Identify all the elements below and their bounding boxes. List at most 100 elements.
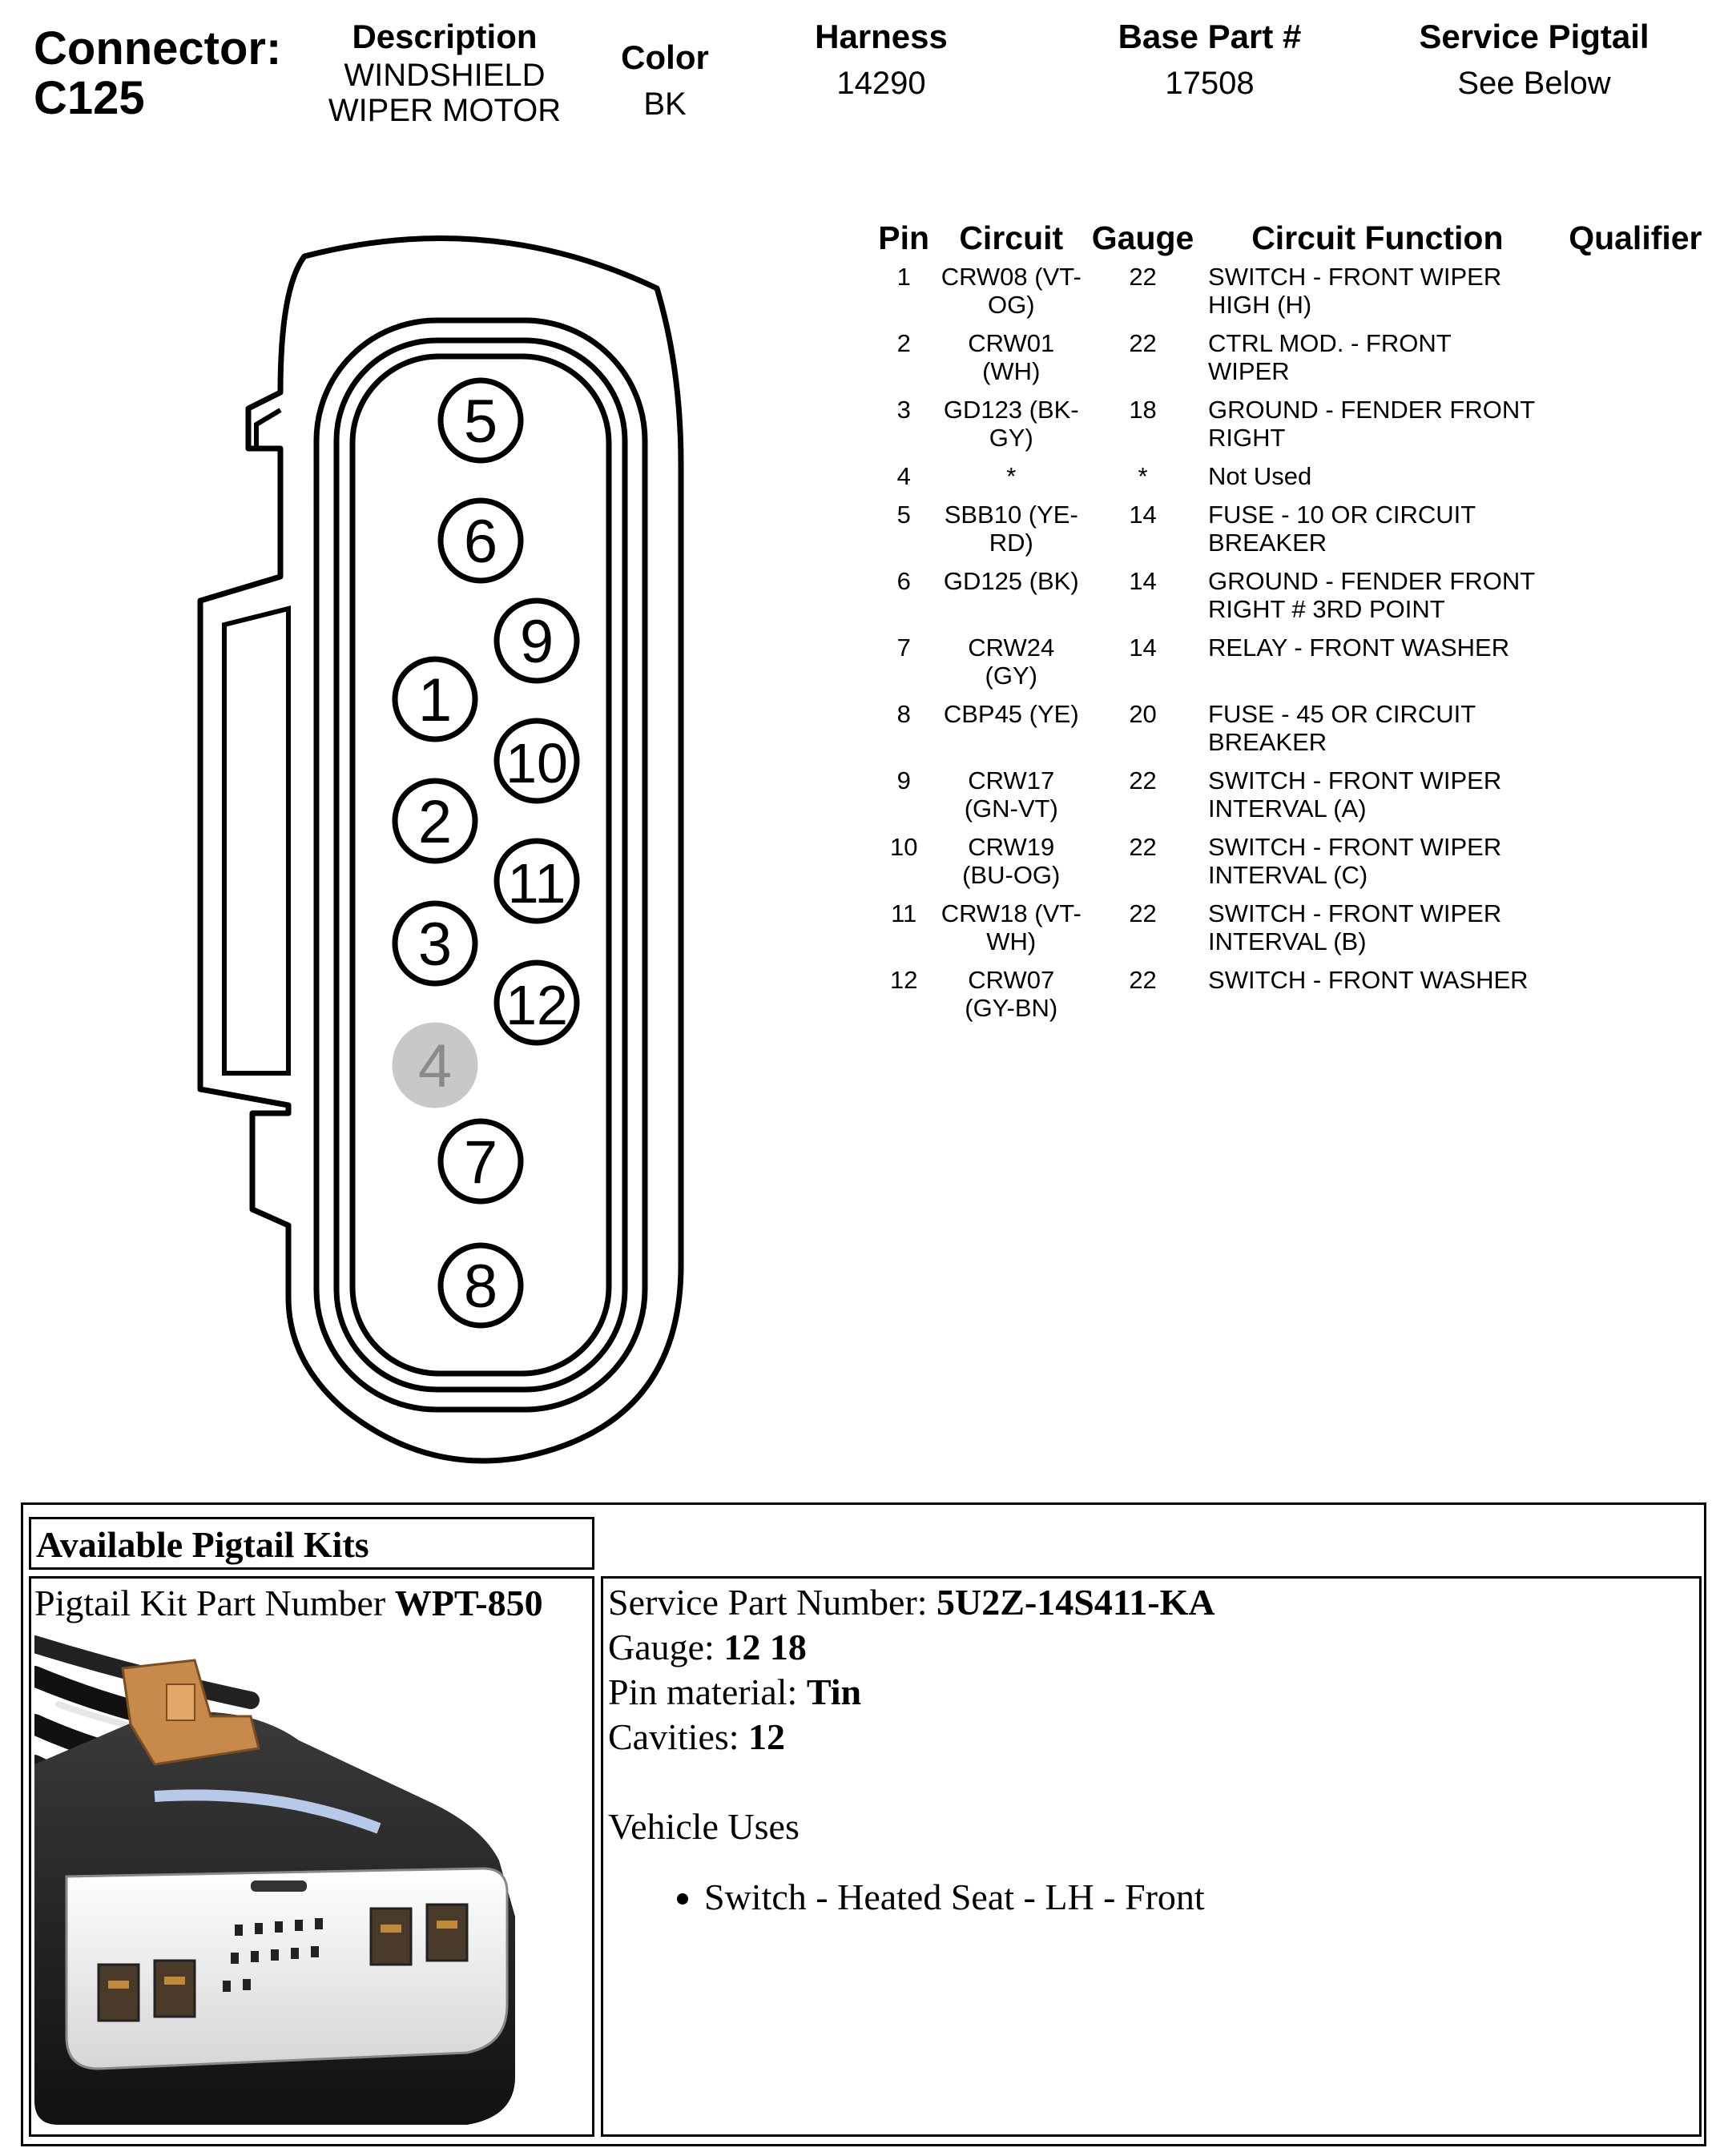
terminal-contact	[108, 1981, 129, 1989]
cell-pin-line: 6	[896, 567, 911, 595]
pin-table: Pin Circuit Gauge Circuit Function Quali…	[869, 218, 1724, 1032]
pigtail-connector-photo	[34, 1628, 547, 2133]
cell-circuit-line: (GY)	[985, 662, 1037, 690]
cell-gauge: 18	[1084, 396, 1202, 462]
pigtail-spec-cell: Service Part Number: 5U2Z-14S411-KA Gaug…	[601, 1576, 1702, 2137]
table-row: 4**Not Used	[869, 462, 1724, 501]
cell-circuit-function-line: RIGHT # 3RD POINT	[1208, 595, 1445, 623]
cell-pin-line: 8	[896, 700, 911, 728]
pin-cavity-10	[493, 718, 580, 804]
pin-label-6: 6	[464, 508, 497, 576]
service-part-number: 5U2Z-14S411-KA	[937, 1582, 1215, 1623]
pin-label-4: 4	[418, 1032, 452, 1100]
cell-circuit-function-line: SWITCH - FRONT WIPER	[1208, 263, 1502, 291]
terminal-contact	[381, 1925, 401, 1933]
cell-circuit-line: (GY-BN)	[965, 994, 1058, 1022]
cell-circuit: CRW07(GY-BN)	[938, 966, 1084, 1032]
cell-pin: 9	[869, 766, 938, 833]
service-part-label: Service Part Number:	[608, 1582, 928, 1623]
cell-circuit-line: CRW08 (VT-	[941, 263, 1082, 291]
cell-pin: 11	[869, 899, 938, 966]
cell-gauge: 22	[1084, 329, 1202, 396]
cell-circuit-line: CRW18 (VT-	[941, 899, 1082, 927]
pin-label-7: 7	[464, 1128, 497, 1197]
pigtail-small-cavities	[223, 1918, 323, 1992]
description-line2: WIPER MOTOR	[328, 93, 562, 128]
cell-circuit-function-line: SWITCH - FRONT WIPER	[1208, 766, 1502, 794]
pin-label-5: 5	[464, 388, 497, 456]
service-pigtail-value: See Below	[1457, 66, 1611, 101]
cell-gauge: 22	[1084, 966, 1202, 1032]
pin-cavity-5	[437, 377, 524, 464]
pigtail-face-slot	[251, 1880, 307, 1892]
cell-qualifier	[1547, 263, 1724, 329]
pigtail-latch	[121, 1659, 260, 1766]
cell-circuit-function-line: SWITCH - FRONT WIPER	[1208, 899, 1502, 927]
cell-circuit: CRW18 (VT-WH)	[938, 899, 1084, 966]
cell-circuit-function-line: GROUND - FENDER FRONT	[1208, 567, 1536, 595]
pin-cavity-9	[493, 597, 580, 684]
cell-circuit-line: CRW17	[968, 766, 1055, 794]
pin-cavity-12	[493, 959, 580, 1046]
color-label: Color	[621, 38, 709, 76]
connector-cavity-ring-inner	[333, 337, 628, 1393]
cell-circuit-function-line: WIPER	[1208, 357, 1290, 385]
cell-circuit-line: (BU-OG)	[962, 861, 1061, 889]
cell-qualifier	[1547, 396, 1724, 462]
cell-gauge: 22	[1084, 899, 1202, 966]
cell-qualifier	[1547, 700, 1724, 766]
description-line1: WINDSHIELD	[344, 58, 546, 93]
cell-circuit-function-line: SWITCH - FRONT WIPER	[1208, 833, 1502, 861]
cell-gauge: 14	[1084, 567, 1202, 634]
pigtail-kit-part-number: WPT-850	[394, 1583, 543, 1623]
pigtail-kits-title-cell: Available Pigtail Kits	[29, 1517, 594, 1570]
col-header-pin: Pin	[878, 219, 930, 256]
cell-pin-line: 9	[896, 766, 911, 794]
gauge-line: Gauge: 12 18	[608, 1625, 1215, 1670]
pin-material-label: Pin material:	[608, 1671, 798, 1712]
col-header-circuit: Circuit	[959, 219, 1064, 256]
pigtail-wire-highlight	[154, 1789, 381, 1834]
cell-circuit-function-line: RIGHT	[1208, 424, 1286, 452]
cell-gauge-line: 22	[1129, 263, 1157, 291]
cell-circuit-function-line: HIGH (H)	[1208, 291, 1312, 319]
cell-gauge-line: 22	[1129, 329, 1157, 357]
base-part-header: Base Part # 17508	[1073, 18, 1346, 103]
cell-gauge-line: 22	[1129, 899, 1157, 927]
cell-circuit-function-line: CTRL MOD. - FRONT	[1208, 329, 1452, 357]
pin-label-12: 12	[506, 974, 568, 1036]
cell-circuit-function-line: BREAKER	[1208, 728, 1327, 756]
cell-circuit: CRW24(GY)	[938, 634, 1084, 700]
cell-gauge-line: *	[1138, 462, 1148, 490]
cell-gauge-line: 14	[1129, 634, 1157, 662]
cell-pin: 4	[869, 462, 938, 501]
cell-pin: 12	[869, 966, 938, 1032]
cell-circuit-function-line: INTERVAL (A)	[1208, 794, 1367, 823]
cell-circuit-function-line: RELAY - FRONT WASHER	[1208, 634, 1510, 662]
color-header: Color BK	[593, 38, 737, 123]
cell-qualifier	[1547, 966, 1724, 1032]
cell-circuit-line: WH)	[986, 927, 1037, 955]
cell-gauge-line: 22	[1129, 833, 1157, 861]
connector-housing-tab	[254, 408, 282, 448]
cell-circuit: CRW08 (VT-OG)	[938, 263, 1084, 329]
cell-circuit-line: (WH)	[982, 357, 1041, 385]
cell-circuit-line: CRW01	[968, 329, 1055, 357]
cell-circuit-line: GD123 (BK-	[943, 396, 1079, 424]
terminal-contact	[164, 1977, 185, 1985]
cell-pin: 5	[869, 501, 938, 567]
cell-pin-line: 10	[889, 833, 918, 861]
cell-circuit-function-line: FUSE - 10 OR CIRCUIT	[1208, 501, 1476, 529]
cell-pin: 7	[869, 634, 938, 700]
col-header-gauge: Gauge	[1091, 219, 1194, 256]
pigtail-terminals	[97, 1903, 469, 2022]
base-part-label: Base Part #	[1118, 18, 1302, 55]
pin-cavity-4	[392, 1022, 478, 1108]
